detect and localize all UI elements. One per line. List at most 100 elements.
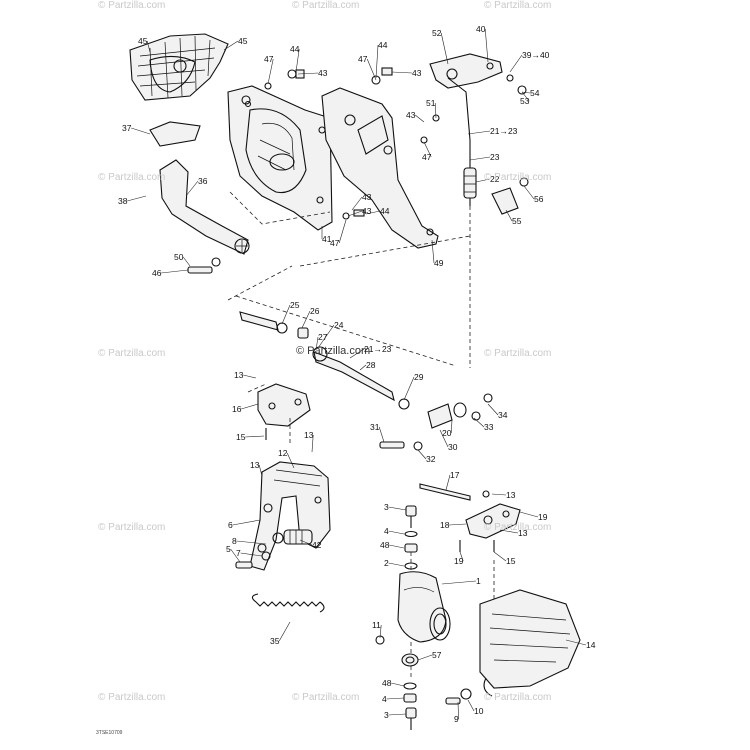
callout-4[interactable]: 4 [382,694,387,704]
callout-33[interactable]: 33 [484,422,494,432]
pivot-arm[interactable] [459,490,521,552]
callout-45[interactable]: 45 [138,36,148,46]
bolt-9-10[interactable] [445,688,472,705]
callout-51[interactable]: 51 [426,98,436,108]
callout-13[interactable]: 13 [304,430,314,440]
callout-6[interactable]: 6 [228,520,233,530]
cable-plate[interactable] [491,187,519,215]
grille-panel[interactable] [129,33,229,101]
bushing-57[interactable] [375,635,419,667]
mount-bracket[interactable] [257,383,311,440]
callout-3[interactable]: 3 [384,502,389,512]
bolt-stack-lower[interactable] [403,682,417,730]
steering-shaft[interactable] [239,311,395,402]
callout-32[interactable]: 32 [426,454,436,464]
callout-28[interactable]: 28 [366,360,376,370]
callout-21-23[interactable]: 21→23 [490,126,518,136]
callout-1[interactable]: 1 [476,576,481,586]
callout-37[interactable]: 37 [122,123,132,133]
callout-17[interactable]: 17 [450,470,460,480]
callout-42[interactable]: 42 [312,540,322,550]
callout-11[interactable]: 11 [372,620,381,630]
callout-15[interactable]: 15 [236,432,246,442]
reverse-bracket[interactable] [249,461,331,571]
callout-47[interactable]: 47 [264,54,274,64]
callout-31[interactable]: 31 [370,422,380,432]
callout-47[interactable]: 47 [358,54,368,64]
callout-44[interactable]: 44 [378,40,388,50]
callout-20[interactable]: 20 [442,428,452,438]
callout-50[interactable]: 50 [174,252,184,262]
callout-45[interactable]: 45 [238,36,248,46]
bolt-stack-upper[interactable] [404,505,418,570]
callout-16[interactable]: 16 [232,404,242,414]
callout-39-40[interactable]: 39→40 [522,50,550,60]
callout-24[interactable]: 24 [334,320,344,330]
callout-43[interactable]: 43 [406,110,416,120]
jet-nozzle[interactable] [397,571,451,643]
callout-43[interactable]: 43 [362,192,372,202]
callout-30[interactable]: 30 [448,442,458,452]
steering-arm[interactable] [429,53,503,89]
decal-plate[interactable] [149,121,201,147]
callout-52[interactable]: 52 [432,28,442,38]
callout-47[interactable]: 47 [330,238,340,248]
callout-14[interactable]: 14 [586,640,596,650]
callout-48[interactable]: 48 [382,678,392,688]
callout-10[interactable]: 10 [474,706,484,716]
callout-43[interactable]: 43 [362,206,372,216]
callout-2[interactable]: 2 [384,558,389,568]
washer-32[interactable] [413,441,423,451]
support-plate[interactable] [321,87,439,249]
bolt-31[interactable] [379,441,405,449]
callout-34[interactable]: 34 [498,410,508,420]
callout-18[interactable]: 18 [440,520,450,530]
callout-53[interactable]: 53 [520,96,530,106]
link-rod[interactable] [419,483,471,501]
callout-27[interactable]: 27 [318,332,328,342]
return-spring[interactable] [251,593,325,613]
callout-23[interactable]: 23 [490,152,500,162]
callout-21-23[interactable]: 21→23 [364,344,392,354]
callout-43[interactable]: 43 [412,68,422,78]
callout-48[interactable]: 48 [380,540,390,550]
callout-4[interactable]: 4 [384,526,389,536]
callout-49[interactable]: 49 [434,258,444,268]
column-housing[interactable] [227,85,333,231]
callout-19[interactable]: 19 [538,512,548,522]
callout-38[interactable]: 38 [118,196,128,206]
callout-13[interactable]: 13 [506,490,516,500]
callout-43[interactable]: 43 [318,68,328,78]
callout-55[interactable]: 55 [512,216,522,226]
callout-40[interactable]: 40 [476,24,486,34]
callout-9[interactable]: 9 [454,714,459,724]
bushings-mid[interactable] [398,393,493,429]
callout-13[interactable]: 13 [250,460,260,470]
bracket-arm[interactable] [159,159,250,255]
callout-5[interactable]: 5 [226,544,231,554]
nut-53[interactable] [506,74,527,95]
callout-26[interactable]: 26 [310,306,320,316]
callout-25[interactable]: 25 [290,300,300,310]
callout-29[interactable]: 29 [414,372,424,382]
callout-15[interactable]: 15 [506,556,516,566]
callout-54[interactable]: 54 [530,88,540,98]
hardware-lower-left[interactable] [235,551,271,569]
callout-8[interactable]: 8 [232,536,237,546]
callout-12[interactable]: 12 [278,448,288,458]
callout-44[interactable]: 44 [290,44,300,54]
callout-13[interactable]: 13 [234,370,244,380]
pivot-42[interactable] [272,529,313,545]
callout-7[interactable]: 7 [236,548,241,558]
callout-13[interactable]: 13 [518,528,528,538]
callout-44[interactable]: 44 [380,206,390,216]
callout-47[interactable]: 47 [422,152,432,162]
callout-57[interactable]: 57 [432,650,442,660]
callout-36[interactable]: 36 [198,176,208,186]
callout-22[interactable]: 22 [490,174,500,184]
callout-56[interactable]: 56 [534,194,544,204]
callout-41[interactable]: 41 [322,234,332,244]
callout-46[interactable]: 46 [152,268,162,278]
callout-19[interactable]: 19 [454,556,464,566]
callout-35[interactable]: 35 [270,636,280,646]
